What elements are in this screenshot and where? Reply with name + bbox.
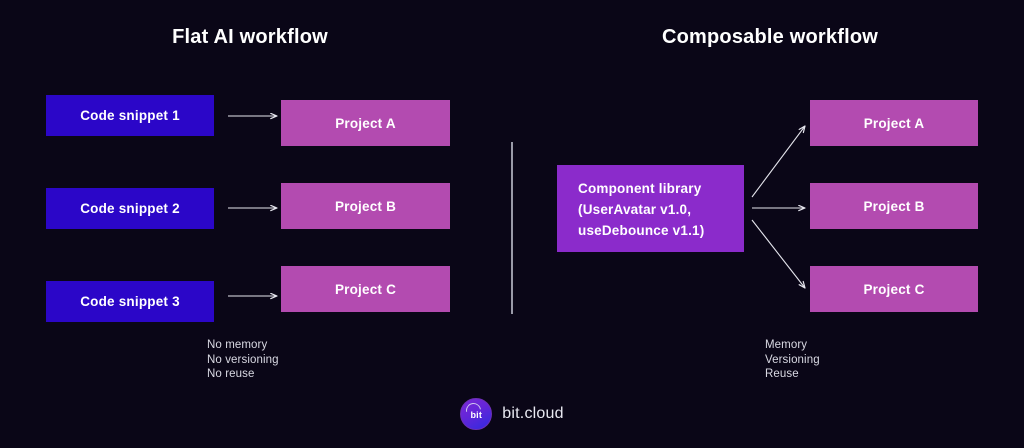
node-left-project-c: Project C — [281, 266, 450, 312]
footer-brand: bit bit.cloud — [0, 398, 1024, 430]
bit-logo-icon: bit — [460, 398, 493, 430]
library-line-3: useDebounce v1.1) — [578, 223, 705, 238]
node-left-project-b: Project B — [281, 183, 450, 229]
node-right-project-c: Project C — [810, 266, 978, 312]
node-left-project-a: Project A — [281, 100, 450, 146]
node-right-project-b: Project B — [810, 183, 978, 229]
logo-mark-text: bit — [470, 409, 483, 420]
panel-divider — [511, 142, 513, 314]
arrow-library-to-project-c — [751, 219, 806, 289]
library-line-2: (UserAvatar v1.0, — [578, 202, 692, 217]
node-right-project-a: Project A — [810, 100, 978, 146]
library-line-1: Component library — [578, 181, 702, 196]
left-panel-title: Flat AI workflow — [172, 26, 328, 48]
brand-name: bit.cloud — [502, 405, 564, 422]
node-code-snippet-2: Code snippet 2 — [46, 188, 214, 229]
node-component-library: Component library (UserAvatar v1.0, useD… — [557, 165, 744, 252]
arrow-library-to-project-a — [751, 125, 806, 198]
node-code-snippet-1: Code snippet 1 — [46, 95, 214, 136]
node-code-snippet-3: Code snippet 3 — [46, 281, 214, 322]
left-panel-caption: No memory No versioning No reuse — [207, 339, 279, 380]
right-panel-caption: Memory Versioning Reuse — [765, 339, 820, 380]
right-panel-title: Composable workflow — [661, 26, 879, 48]
